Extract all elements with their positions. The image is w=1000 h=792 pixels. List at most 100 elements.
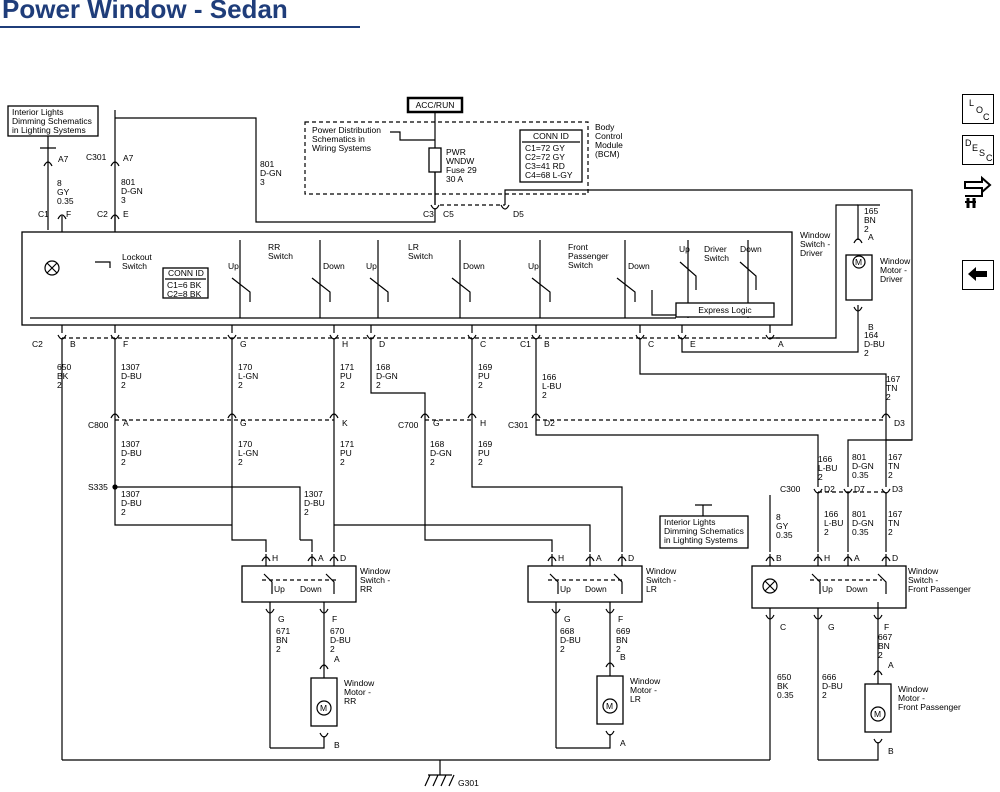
wire xyxy=(556,734,611,749)
connector-view-icon[interactable] xyxy=(962,172,996,212)
pin-label: A xyxy=(620,738,626,748)
desc-letter: C xyxy=(986,153,993,163)
motor-icon xyxy=(316,700,332,716)
window-motor-label: Motor - xyxy=(344,687,371,697)
ground-g301: G301 xyxy=(458,778,479,788)
connector-pin xyxy=(853,238,863,244)
power-distribution-label: Power Distribution xyxy=(312,125,381,135)
wire xyxy=(818,742,879,761)
pin-label: F xyxy=(123,339,128,349)
wire-1307-label: D-BU xyxy=(121,448,142,458)
wire-670-label: 670 xyxy=(330,626,344,636)
connector-pin xyxy=(881,556,891,562)
wire-1307-label: D-BU xyxy=(121,498,142,508)
pin-label: C2 xyxy=(97,209,108,219)
pin-label: G xyxy=(564,614,571,624)
remote-switch-label: Window xyxy=(360,566,391,576)
pin-label: G xyxy=(828,622,835,632)
driver-down-label: Down xyxy=(740,244,762,254)
wire-166-label: 2 xyxy=(824,527,829,537)
pin-label: D xyxy=(379,339,385,349)
connector-pin xyxy=(110,214,120,220)
remote-switch-label: Switch - xyxy=(646,575,676,585)
acc-run-label: ACC/RUN xyxy=(416,100,455,110)
pin-label: B xyxy=(620,652,626,662)
driver-up-label: Up xyxy=(679,244,690,254)
switch-down-label: Down xyxy=(628,261,650,271)
wire-650-label: 650 xyxy=(57,362,71,372)
wire xyxy=(535,420,819,487)
interior-lights-label: Interior Lights xyxy=(664,517,716,527)
wire-669-label: 669 xyxy=(616,626,630,636)
window-motor-label: Window xyxy=(344,678,375,688)
fuse-29 xyxy=(428,147,442,173)
pin-label: C1 xyxy=(520,339,531,349)
wire-1307-label: 2 xyxy=(121,507,126,517)
connector-c800: C800 xyxy=(88,420,109,430)
wire xyxy=(370,338,426,420)
wire xyxy=(334,524,591,552)
rr-switch-label: RR xyxy=(268,242,280,252)
pin-label: D3 xyxy=(894,418,905,428)
wire-165-label: 165 xyxy=(864,206,878,216)
wire-801-label: 801 xyxy=(852,452,866,462)
wire-167-label: 167 xyxy=(886,374,900,384)
wire xyxy=(270,736,325,749)
wire-801-label: 801 xyxy=(852,509,866,519)
connector-pin xyxy=(873,670,883,676)
location-view-button[interactable]: L O C xyxy=(962,94,994,124)
wire-650-label: BK xyxy=(777,681,789,691)
description-view-button[interactable]: D E S C xyxy=(962,135,994,165)
pin-label: C xyxy=(780,622,786,632)
window-motor-label: RR xyxy=(344,696,356,706)
fp-switch-label: Front xyxy=(568,242,588,252)
wire xyxy=(115,117,436,223)
wire-167-label: 2 xyxy=(886,392,891,402)
connector-pin xyxy=(843,556,853,562)
window-switch-driver-label: Window xyxy=(800,230,831,240)
window-switch-driver xyxy=(21,231,793,326)
wire-670-label: 2 xyxy=(330,644,335,654)
window-motor xyxy=(310,677,338,727)
wire-1307-label: 1307 xyxy=(304,489,323,499)
pin-label: A7 xyxy=(58,154,69,164)
window-switch-driver-label: Switch - xyxy=(800,239,830,249)
back-button[interactable] xyxy=(962,260,994,290)
wire-164-label: 164 xyxy=(864,330,878,340)
wire xyxy=(231,420,267,552)
wire-670-label: D-BU xyxy=(330,635,351,645)
window-motor-label: Front Passenger xyxy=(898,702,961,712)
wire-168-label: 2 xyxy=(376,380,381,390)
pin-label: A xyxy=(868,232,874,242)
bcm-label: Control xyxy=(595,131,623,141)
pin-label: A xyxy=(778,339,784,349)
desc-letter: S xyxy=(979,148,986,158)
wire-166-label: L-BU xyxy=(542,381,561,391)
wire xyxy=(770,204,858,339)
switch-up-label: Up xyxy=(366,261,377,271)
wire-166-label: L-BU xyxy=(824,518,843,528)
switch-down-label: Down xyxy=(846,584,868,594)
switch-down-label: Down xyxy=(585,584,607,594)
bcm-connid-item: C1=72 GY xyxy=(525,143,565,153)
wire-166-label: 166 xyxy=(824,509,838,519)
bcm-label: (BCM) xyxy=(595,149,620,159)
connector-pin xyxy=(551,608,561,614)
motor-icon xyxy=(870,706,886,722)
wire-1307-label: D-BU xyxy=(121,371,142,381)
pin-label: F xyxy=(884,622,889,632)
wire-171-label: 171 xyxy=(340,362,354,372)
window-motor-driver-label: Motor - xyxy=(880,265,907,275)
switch-contact xyxy=(877,573,887,594)
wire-801-label: 801 xyxy=(260,159,274,169)
window-switch-driver-label: Driver xyxy=(800,248,823,258)
bcm-connid-title: CONN ID xyxy=(533,131,569,141)
wire xyxy=(300,539,313,552)
connector-pin xyxy=(307,556,317,562)
pin-label: B xyxy=(776,553,782,563)
wire-801-label: 3 xyxy=(260,177,265,187)
wire xyxy=(424,420,553,552)
loc-letter: L xyxy=(969,98,975,108)
wire-671-label: 671 xyxy=(276,626,290,636)
switch-up-label: Up xyxy=(274,584,285,594)
